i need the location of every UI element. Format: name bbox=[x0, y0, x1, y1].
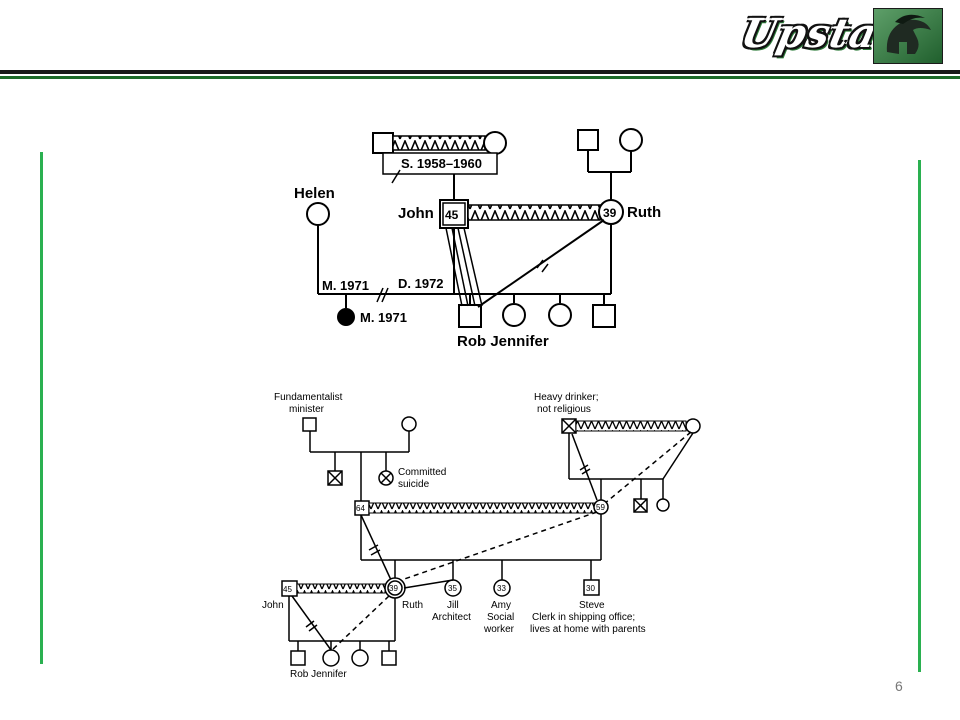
rob-symbol bbox=[458, 304, 482, 328]
steve-label-2: Clerk in shipping office; bbox=[532, 612, 635, 623]
john-label: John bbox=[398, 205, 434, 222]
john-symbol-inner bbox=[442, 202, 466, 226]
left-accent-bar bbox=[40, 152, 43, 664]
ruth-label: Ruth bbox=[627, 204, 661, 221]
minister-label-2: minister bbox=[289, 404, 325, 415]
john-age: 45 bbox=[445, 208, 459, 222]
steve-label-3: lives at home with parents bbox=[530, 624, 646, 635]
helen-symbol bbox=[306, 202, 330, 226]
logo-image bbox=[872, 7, 944, 65]
right-accent-bar bbox=[918, 160, 921, 672]
ruth-father-symbol bbox=[577, 129, 599, 151]
children-label: Rob Jennifer bbox=[457, 333, 549, 350]
grandmother-symbol bbox=[401, 416, 417, 432]
divorce-label: D. 1972 bbox=[398, 276, 444, 291]
grandparents-conflict bbox=[575, 420, 687, 432]
john-ruth-conflict bbox=[467, 204, 601, 221]
jill-label-1: Jill bbox=[447, 600, 459, 611]
genogram-bottom-labels: Fundamentalist minister Heavy drinker; n… bbox=[262, 392, 646, 680]
ruth-39-inner bbox=[387, 580, 403, 596]
children-2-label: Rob Jennifer bbox=[290, 669, 347, 680]
rob-2-symbol bbox=[290, 650, 306, 666]
header-rule-green bbox=[0, 76, 960, 79]
separation-box bbox=[382, 152, 498, 175]
helen-label: Helen bbox=[294, 185, 335, 202]
steve-label-1: Steve bbox=[579, 600, 605, 611]
minister-symbol bbox=[302, 417, 317, 432]
daughter-marriage-label: M. 1971 bbox=[360, 310, 407, 325]
suicide-label-2: suicide bbox=[398, 479, 430, 490]
ruth-age: 39 bbox=[603, 206, 617, 220]
father-age: 64 bbox=[356, 504, 365, 513]
ruth-2-age: 39 bbox=[389, 584, 398, 593]
steve-age: 30 bbox=[586, 584, 595, 593]
page-number: 6 bbox=[895, 678, 903, 694]
suicide-label-1: Committed bbox=[398, 467, 446, 478]
header-rule-black bbox=[0, 70, 960, 74]
mother-age: 59 bbox=[596, 503, 605, 512]
genogram-top-labels: S. 1958–1960 Helen John 45 39 Ruth M. 19… bbox=[294, 156, 661, 350]
amy-label-2: Social bbox=[487, 612, 514, 623]
conflict-line bbox=[392, 135, 486, 151]
ruth-grandmother-symbol bbox=[685, 418, 701, 434]
genogram-bottom bbox=[281, 416, 701, 667]
separation-label: S. 1958–1960 bbox=[401, 156, 482, 171]
john-ruth-conflict-2 bbox=[296, 583, 386, 594]
minister-label-1: Fundamentalist bbox=[274, 392, 343, 403]
steve-symbol bbox=[583, 579, 600, 596]
spartan-helmet-icon bbox=[872, 7, 944, 65]
ruth-mother-symbol bbox=[619, 128, 643, 152]
sister-2-symbol bbox=[351, 649, 369, 667]
jennifer-symbol bbox=[502, 303, 526, 327]
sibling-symbol bbox=[548, 303, 572, 327]
drinker-label-2: not religious bbox=[537, 404, 591, 415]
amy-label-1: Amy bbox=[491, 600, 511, 611]
genogram-top bbox=[306, 128, 643, 328]
ruth-aunt-symbol bbox=[656, 498, 670, 512]
parents-conflict bbox=[368, 502, 596, 514]
jill-label-2: Architect bbox=[432, 612, 471, 623]
amy-label-3: worker bbox=[483, 624, 515, 635]
john-father-symbol bbox=[372, 132, 394, 154]
amy-age: 33 bbox=[497, 584, 506, 593]
ruth-2-label: Ruth bbox=[402, 600, 423, 611]
drinker-label-1: Heavy drinker; bbox=[534, 392, 598, 403]
brother-symbol bbox=[592, 304, 616, 328]
jennifer-2-symbol bbox=[322, 649, 340, 667]
amy-symbol bbox=[493, 579, 511, 597]
brother-2-symbol bbox=[381, 650, 397, 666]
daughter-symbol bbox=[337, 308, 355, 326]
john-2-label: John bbox=[262, 600, 284, 611]
john-2-age: 45 bbox=[283, 585, 292, 594]
john-mother-symbol bbox=[483, 131, 507, 155]
marriage-label: M. 1971 bbox=[322, 278, 369, 293]
jill-age: 35 bbox=[448, 584, 457, 593]
